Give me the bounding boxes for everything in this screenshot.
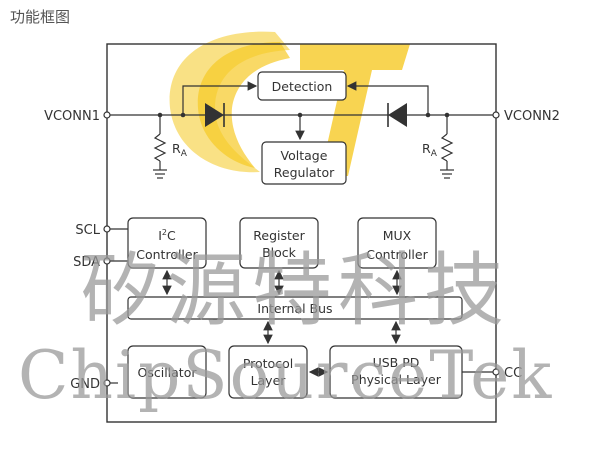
pin-vconn2: VCONN2: [504, 109, 560, 124]
voltage-regulator-block: [261, 141, 347, 185]
sda-pin-dot: [103, 257, 111, 265]
pin-sda: SDA: [73, 255, 100, 270]
detection-input-left: [182, 81, 258, 115]
i2c-controller-label-1: I2C: [158, 228, 176, 243]
internal-bus-label: Internal Bus: [257, 301, 332, 316]
scl-pin-dot: [103, 225, 111, 233]
usb-pd-phy-label-1: USB PD: [373, 355, 420, 370]
detection-label: Detection: [272, 79, 333, 94]
protocol-layer-label-2: Layer: [251, 373, 287, 388]
voltage-regulator-label-1: Voltage: [281, 148, 328, 163]
diode-left: [205, 103, 225, 127]
pin-scl: SCL: [75, 223, 100, 238]
diode-right: [387, 103, 407, 127]
resistor-left-label: RA: [172, 141, 188, 159]
detection-block: [257, 71, 347, 101]
resistor-right: [440, 115, 454, 179]
oscillator-block: [127, 345, 207, 399]
i2c-controller-label-2: Controller: [136, 247, 198, 262]
pin-gnd: GND: [70, 377, 100, 392]
usb-pd-phy-label-2: Physical Layer: [351, 372, 442, 387]
detection-input-right: [346, 81, 429, 115]
pin-vconn1: VCONN1: [44, 109, 100, 124]
mux-controller-block: [357, 217, 437, 269]
chip-boundary: [106, 43, 497, 423]
pin-cc: CC: [504, 366, 522, 381]
i2c-controller-block: [127, 217, 207, 269]
protocol-layer-label-1: Protocol: [243, 356, 293, 371]
diagram-title: 功能框图: [10, 8, 70, 26]
register-block-label-2: Block: [262, 245, 297, 260]
vconn1-pin-dot: [103, 111, 111, 119]
mux-controller-label-2: Controller: [366, 247, 428, 262]
watermark-english: ChipSourceTek: [18, 337, 553, 414]
gnd-pin-dot: [103, 379, 111, 387]
voltage-regulator-label-2: Regulator: [274, 165, 335, 180]
resistor-right-label: RA: [422, 141, 438, 159]
cc-pin-dot: [492, 368, 500, 376]
register-block-label-1: Register: [253, 228, 305, 243]
oscillator-label: Oscillator: [138, 365, 198, 380]
vconn2-pin-dot: [492, 111, 500, 119]
mux-controller-label-1: MUX: [383, 228, 412, 243]
protocol-layer-block: [228, 345, 308, 399]
resistor-left: [153, 115, 167, 179]
register-block: [239, 217, 319, 269]
watermark-chinese: 矽源特科技: [80, 244, 510, 337]
internal-bus-block: [127, 296, 463, 320]
